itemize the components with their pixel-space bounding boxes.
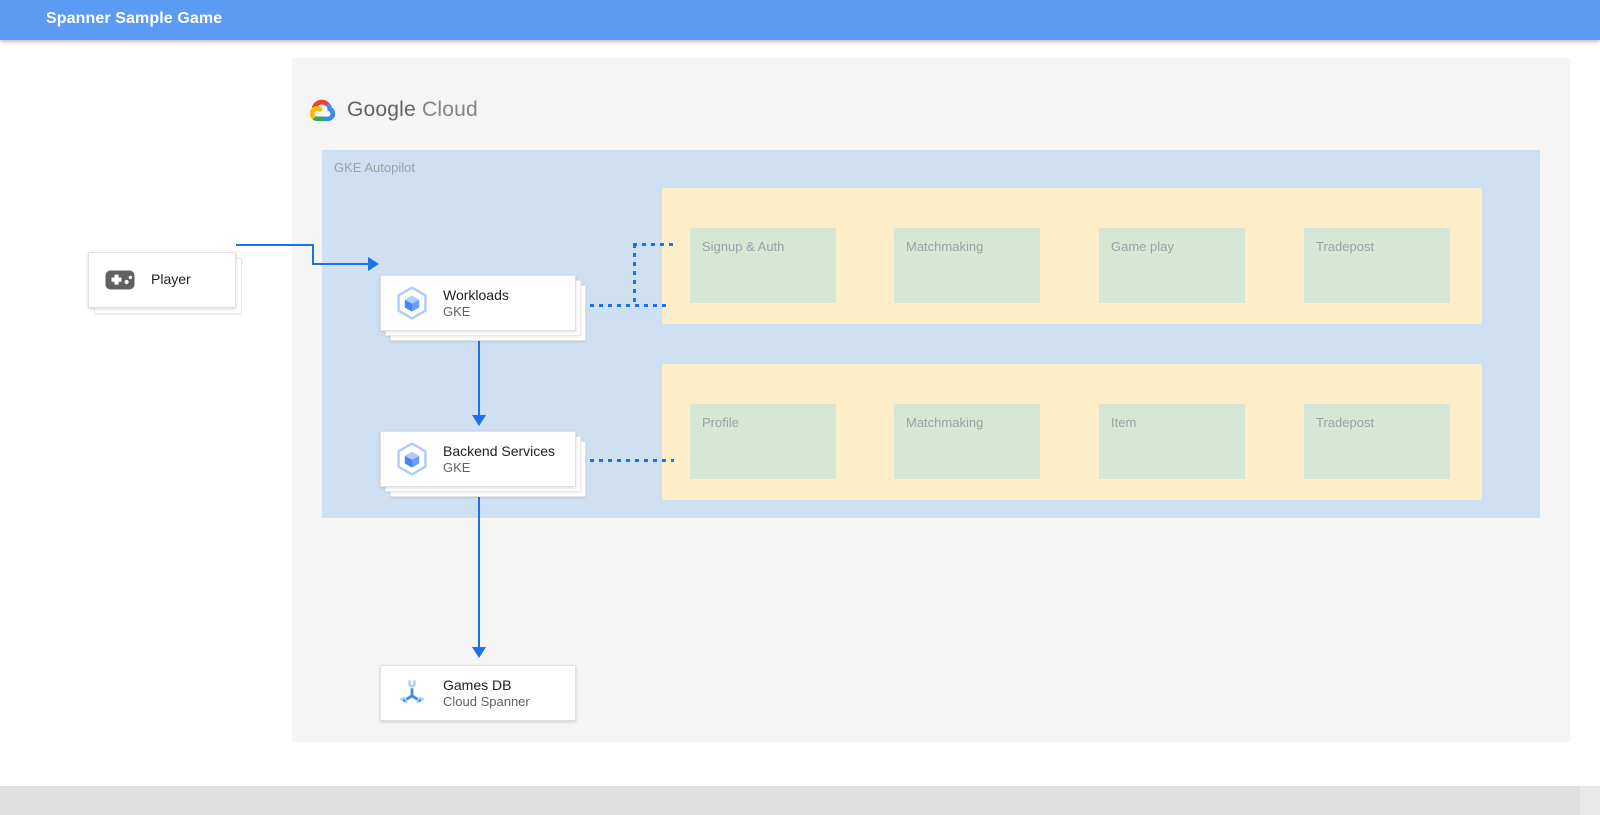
service-box[interactable]: Profile bbox=[690, 404, 836, 479]
connector-workloads-to-backend bbox=[478, 331, 480, 417]
service-box-label: Profile bbox=[702, 415, 739, 430]
footer-strip bbox=[0, 786, 1600, 815]
service-box-label: Signup & Auth bbox=[702, 239, 785, 254]
connector-player-to-workloads-v bbox=[312, 244, 314, 265]
connector-workloads-to-frontend-v bbox=[633, 244, 636, 306]
service-box-label: Item bbox=[1111, 415, 1137, 430]
node-player-text: Player bbox=[151, 271, 191, 290]
cloud-spanner-icon bbox=[395, 676, 429, 710]
gke-autopilot-label: GKE Autopilot bbox=[334, 160, 415, 175]
connector-player-to-workloads-h1 bbox=[236, 244, 314, 246]
service-box-label: Tradepost bbox=[1316, 415, 1375, 430]
node-games-db-text: Games DB Cloud Spanner bbox=[443, 677, 530, 709]
service-box[interactable]: Game play bbox=[1099, 228, 1245, 303]
node-backend-title: Backend Services bbox=[443, 443, 556, 460]
gke-hexagon-icon bbox=[395, 286, 429, 320]
connector-workloads-to-frontend-h2 bbox=[633, 243, 673, 246]
connector-backend-to-gamesdb bbox=[478, 487, 480, 651]
arrowhead-into-gamesdb bbox=[472, 647, 486, 658]
node-backend-services[interactable]: Backend Services GKE bbox=[380, 431, 586, 497]
service-box[interactable]: Matchmaking bbox=[894, 404, 1040, 479]
node-games-db-title: Games DB bbox=[443, 677, 512, 694]
service-box-label: Matchmaking bbox=[906, 239, 984, 254]
node-games-db-subtitle: Cloud Spanner bbox=[443, 693, 530, 709]
node-player[interactable]: Player bbox=[88, 252, 284, 314]
service-box[interactable]: Tradepost bbox=[1304, 228, 1450, 303]
node-player-card[interactable]: Player bbox=[88, 252, 236, 308]
google-cloud-logo-icon bbox=[310, 98, 338, 122]
node-workloads-card[interactable]: Workloads GKE bbox=[380, 275, 576, 331]
connector-workloads-to-frontend-h1 bbox=[590, 304, 666, 307]
service-box[interactable]: Matchmaking bbox=[894, 228, 1040, 303]
arrowhead-into-backend bbox=[472, 415, 486, 426]
logo-word-cloud: Cloud bbox=[421, 98, 478, 121]
service-box[interactable]: Item bbox=[1099, 404, 1245, 479]
service-box-label: Game play bbox=[1111, 239, 1174, 254]
connector-player-to-workloads-h2 bbox=[312, 263, 370, 265]
node-workloads-title: Workloads bbox=[443, 287, 509, 304]
gamepad-icon bbox=[103, 263, 137, 297]
connector-backend-to-backendgroup bbox=[590, 459, 674, 462]
service-box[interactable]: Signup & Auth bbox=[690, 228, 836, 303]
gke-autopilot-region: GKE Autopilot Signup & Auth Matchmaking … bbox=[322, 150, 1540, 518]
node-player-title: Player bbox=[151, 270, 191, 287]
scrollbar-corner[interactable] bbox=[1580, 786, 1600, 815]
architecture-diagram-canvas: Google Cloud GKE Autopilot Signup & Auth… bbox=[0, 40, 1600, 780]
app-title: Spanner Sample Game bbox=[46, 10, 223, 27]
service-box[interactable]: Tradepost bbox=[1304, 404, 1450, 479]
node-backend-subtitle: GKE bbox=[443, 459, 471, 475]
service-group-frontend: Signup & Auth Matchmaking Game play Trad… bbox=[662, 188, 1482, 324]
service-box-label: Tradepost bbox=[1316, 239, 1375, 254]
google-cloud-logo: Google Cloud bbox=[310, 98, 478, 122]
node-backend-card[interactable]: Backend Services GKE bbox=[380, 431, 576, 487]
google-cloud-logo-text: Google Cloud bbox=[347, 98, 478, 122]
gke-hexagon-icon bbox=[395, 442, 429, 476]
node-workloads-subtitle: GKE bbox=[443, 303, 471, 319]
logo-word-google: Google bbox=[347, 98, 416, 121]
node-backend-text: Backend Services GKE bbox=[443, 443, 555, 475]
arrowhead-into-workloads bbox=[368, 257, 379, 271]
google-cloud-panel: Google Cloud GKE Autopilot Signup & Auth… bbox=[292, 58, 1570, 742]
service-box-label: Matchmaking bbox=[906, 415, 984, 430]
service-group-backend: Profile Matchmaking Item Tradepost bbox=[662, 364, 1482, 500]
app-header-bar: Spanner Sample Game bbox=[0, 0, 1600, 40]
node-workloads[interactable]: Workloads GKE bbox=[380, 275, 586, 341]
node-games-db[interactable]: Games DB Cloud Spanner bbox=[380, 665, 576, 721]
node-workloads-text: Workloads GKE bbox=[443, 287, 509, 319]
node-games-db-card[interactable]: Games DB Cloud Spanner bbox=[380, 665, 576, 721]
